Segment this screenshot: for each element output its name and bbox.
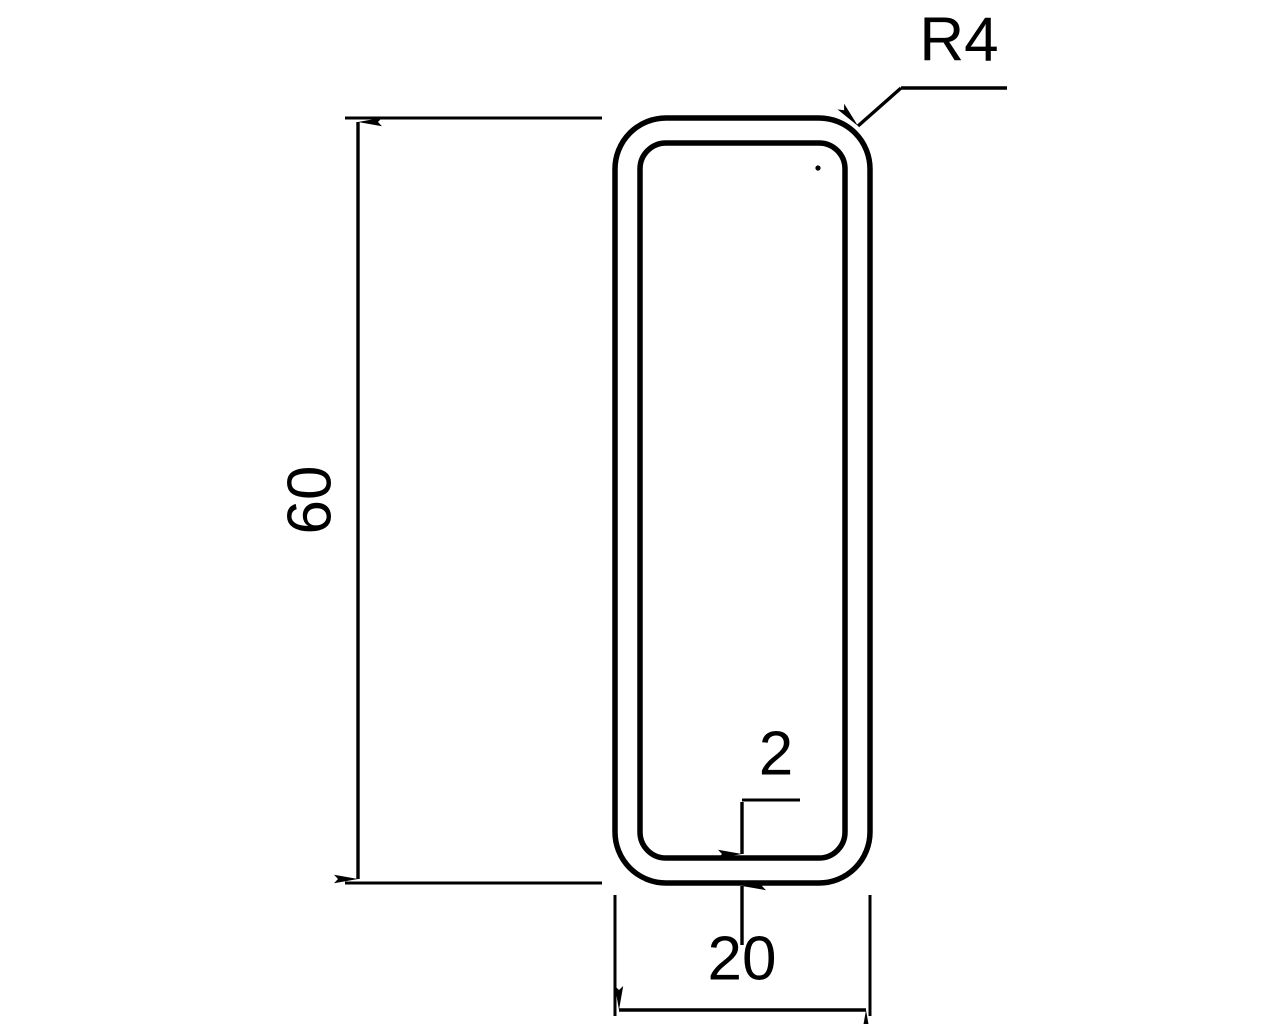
height-dimension-label: 60 <box>275 466 344 535</box>
profile-outer-outline <box>612 115 873 886</box>
radius-leader-arrow <box>837 86 903 128</box>
profile-inner-outline <box>637 140 848 861</box>
thickness-dimension: 2 <box>718 719 800 945</box>
height-dimension: 60 <box>275 116 602 885</box>
radius-center-point-mark <box>815 165 821 171</box>
width-dimension: 20 <box>613 895 872 1024</box>
profile-geometry <box>612 115 873 886</box>
thickness-dimension-label: 2 <box>759 719 793 788</box>
radius-callout: R4 <box>837 5 1007 128</box>
radius-dimension-label: R4 <box>919 5 998 74</box>
